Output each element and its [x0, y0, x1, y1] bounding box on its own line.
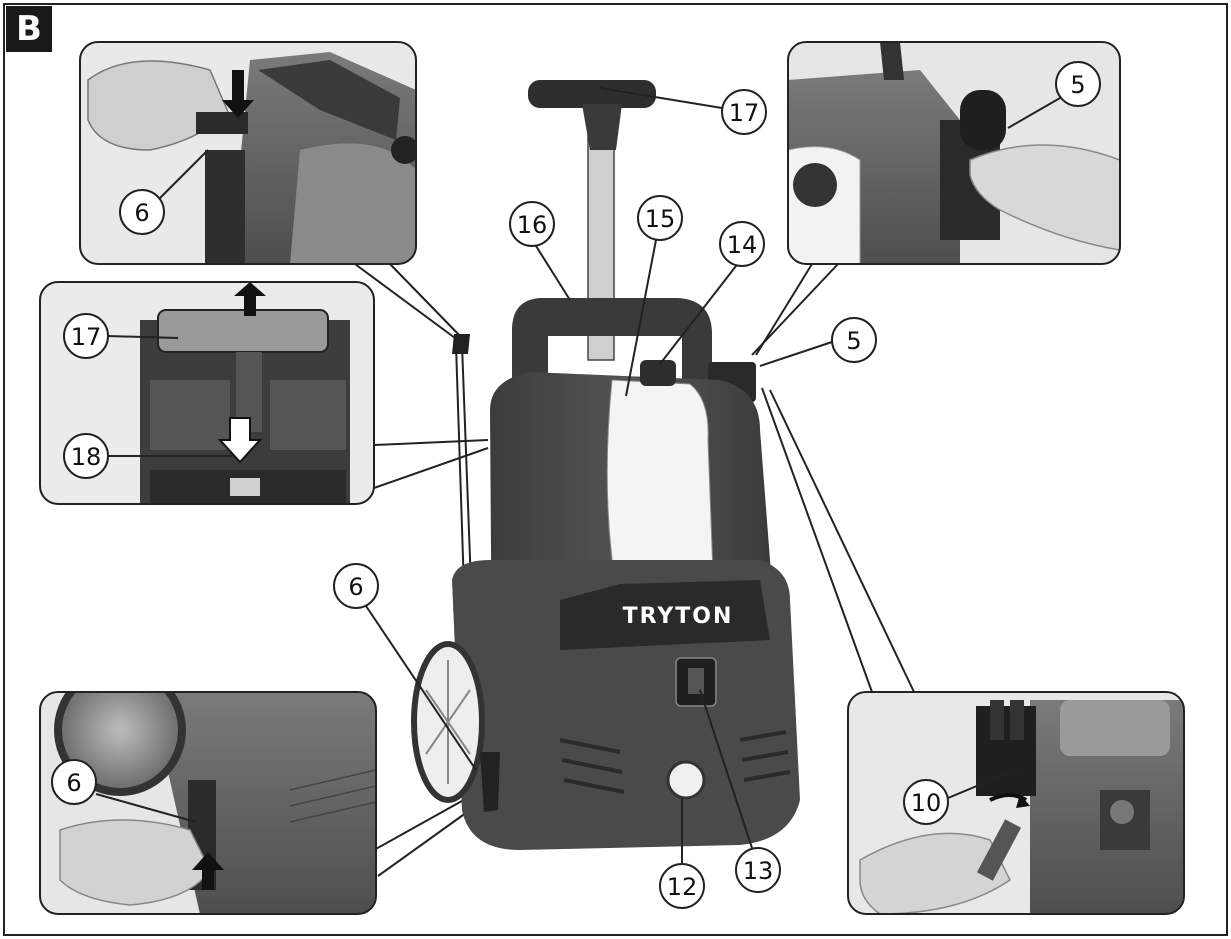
brand-label: TRYTON — [623, 604, 734, 629]
inset-top-left-border — [79, 41, 417, 265]
callout-label-18: 18 — [71, 443, 102, 471]
inset-bottom-left — [40, 692, 376, 914]
callout-circle-6-inset-top — [119, 189, 165, 235]
callouts: 17 5 6 16 15 14 5 17 18 — [51, 61, 1101, 909]
callout-label-6-main: 6 — [348, 573, 363, 601]
callout-label-17-top: 17 — [729, 99, 760, 127]
t-handle — [528, 80, 656, 108]
lock-latch — [480, 752, 500, 812]
callout-label-10: 10 — [911, 789, 942, 817]
callout-label-16: 16 — [517, 211, 548, 239]
inset-top-right — [788, 42, 1120, 264]
callout-circle-12 — [659, 863, 705, 909]
callout-circle-10 — [903, 779, 949, 825]
callout-label-5-inset: 5 — [1070, 71, 1085, 99]
callout-label-5-main: 5 — [846, 327, 861, 355]
callout-circle-6-inset-bottom — [51, 759, 97, 805]
brand-plate — [560, 580, 770, 650]
inset-middle-left-border — [39, 281, 375, 505]
callout-circle-17-top — [721, 89, 767, 135]
callout-circle-5-main — [831, 317, 877, 363]
callout-circle-16 — [509, 201, 555, 247]
main-pressure-washer: TRYTON — [411, 80, 800, 850]
carry-handle — [512, 298, 712, 410]
callout-label-14: 14 — [727, 231, 758, 259]
callout-label-17-inset: 17 — [71, 323, 102, 351]
inset-top-right-border — [787, 41, 1121, 265]
vents — [559, 730, 791, 794]
callout-label-15: 15 — [645, 205, 676, 233]
callout-label-12: 12 — [667, 873, 698, 901]
callout-circle-17-inset — [63, 313, 109, 359]
callout-circle-13 — [735, 847, 781, 893]
inset-bottom-right — [848, 692, 1184, 914]
inset-bottom-left-border — [39, 691, 377, 915]
water-inlet — [666, 760, 706, 800]
callout-label-6-inset-top: 6 — [134, 199, 149, 227]
callout-circle-18 — [63, 433, 109, 479]
outer-frame — [3, 3, 1228, 936]
tank-cap — [640, 360, 676, 386]
callout-circle-15 — [637, 195, 683, 241]
inset-bottom-right-border — [847, 691, 1185, 915]
callout-circle-6-main — [333, 563, 379, 609]
callout-label-13: 13 — [743, 857, 774, 885]
callout-label-6-inset-bottom: 6 — [66, 769, 81, 797]
figure-letter-badge: B — [6, 6, 52, 52]
callout-circle-14 — [719, 221, 765, 267]
callout-circle-5-inset — [1055, 61, 1101, 107]
